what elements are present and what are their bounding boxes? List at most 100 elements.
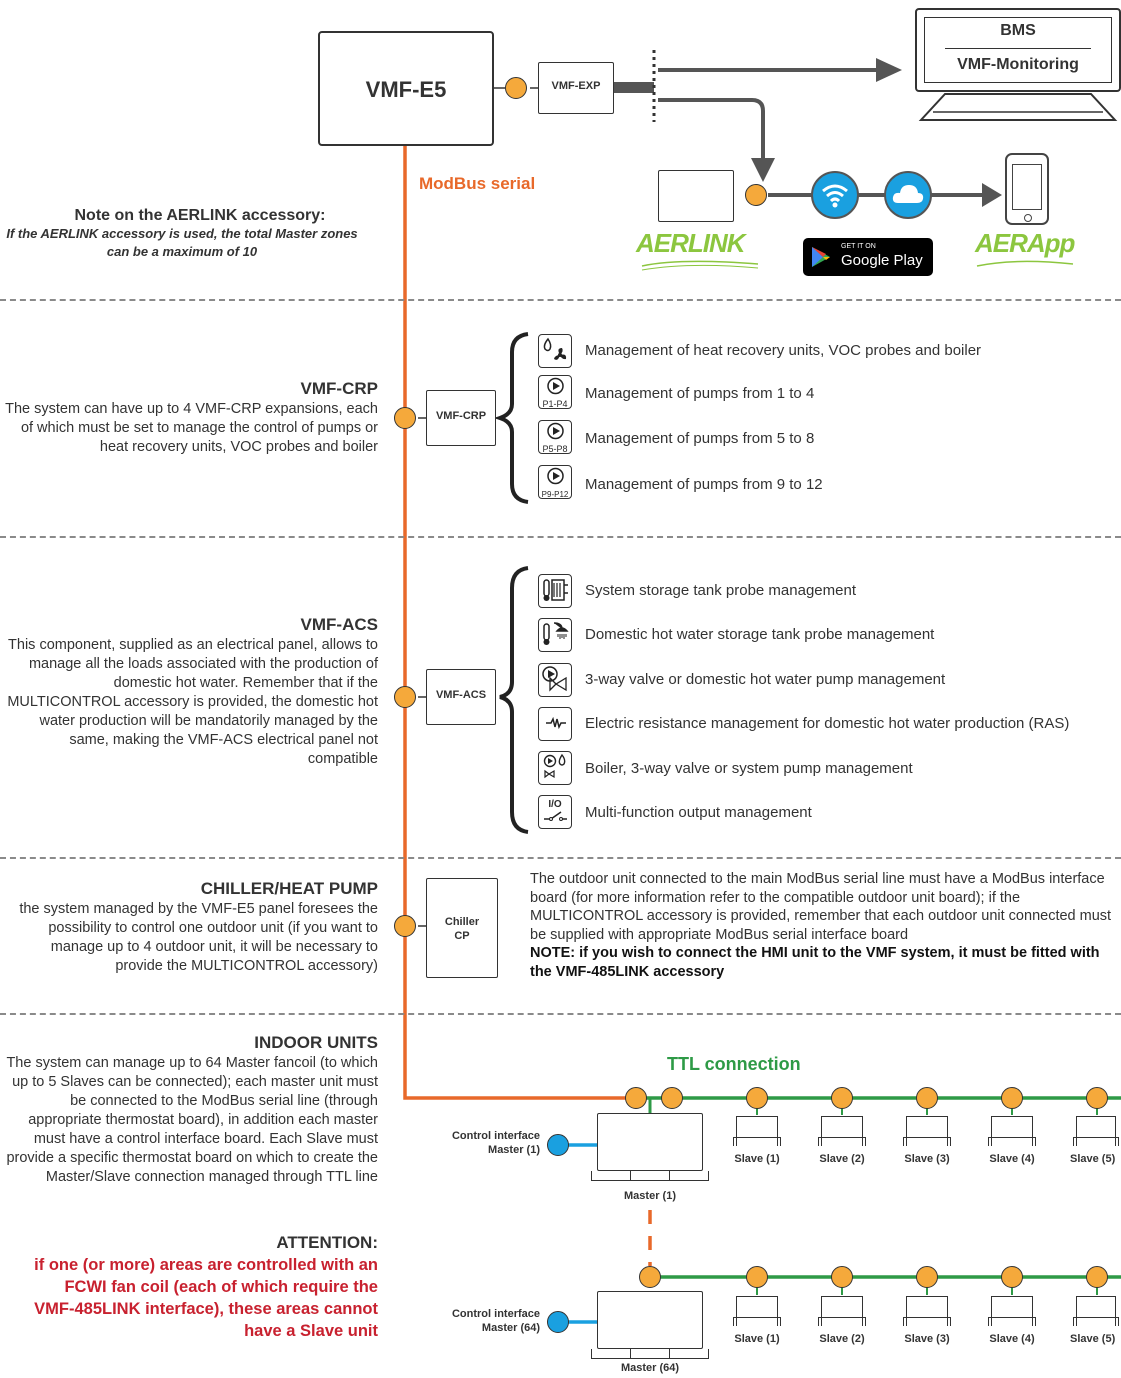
crp-brace xyxy=(493,332,529,504)
attention-title: ATTENTION: xyxy=(276,1233,378,1252)
slave-unit xyxy=(733,1296,781,1326)
wifi-icon xyxy=(811,171,859,219)
flame-fan-icon xyxy=(538,334,572,368)
crp-description: VMF-CRP The system can have up to 4 VMF-… xyxy=(0,378,378,457)
smartphone-icon xyxy=(1005,153,1049,225)
control-interface-label: Control interface Master (1) xyxy=(451,1130,540,1156)
connector-dot xyxy=(916,1266,938,1288)
slave-label: Slave (2) xyxy=(819,1333,865,1345)
slave-unit xyxy=(1073,1296,1119,1326)
crp-item-label: Management of pumps from 1 to 4 xyxy=(585,385,815,402)
bms-subtitle: VMF-Monitoring xyxy=(957,56,1079,73)
acs-item-label: Multi-function output management xyxy=(585,804,812,821)
connector-dot xyxy=(831,1087,853,1109)
connector-dot xyxy=(1086,1266,1108,1288)
vmf-e5-label: VMF-E5 xyxy=(365,77,447,102)
modbus-label: ModBus serial xyxy=(419,174,536,193)
crp-title: VMF-CRP xyxy=(300,379,378,398)
boiler-valve-icon xyxy=(538,751,572,785)
vmf-exp-box: VMF-EXP xyxy=(538,62,614,114)
chiller-label-line1: Chiller xyxy=(444,916,480,928)
attention-body: if one (or more) areas are controlled wi… xyxy=(34,1256,378,1340)
separator xyxy=(0,536,1121,538)
acs-body: This component, supplied as an electrica… xyxy=(7,637,378,767)
acs-item-label: Domestic hot water storage tank probe ma… xyxy=(585,626,935,643)
attention-note: ATTENTION: if one (or more) areas are co… xyxy=(0,1232,378,1342)
chiller-body: the system managed by the VMF-E5 panel f… xyxy=(19,901,378,974)
slave-label: Slave (3) xyxy=(904,1333,950,1345)
vmf-exp-label: VMF-EXP xyxy=(551,80,601,92)
aerapp-logo: AERApp xyxy=(975,228,1075,258)
connector-dot xyxy=(625,1087,647,1109)
acs-item-label: System storage tank probe management xyxy=(585,582,856,599)
bms-title: BMS xyxy=(1000,22,1036,39)
master-label: Master (64) xyxy=(620,1362,680,1374)
cloud-icon xyxy=(884,171,932,219)
pump-icon: P1-P4 xyxy=(538,375,572,409)
resistance-icon xyxy=(538,707,572,741)
separator xyxy=(0,299,1121,301)
pump-icon: P9-P12 xyxy=(538,465,572,499)
slave-label: Slave (1) xyxy=(734,1333,780,1345)
slave-label: Slave (1) xyxy=(734,1153,780,1165)
crp-item-label: Management of pumps from 5 to 8 xyxy=(585,430,815,447)
acs-brace xyxy=(499,566,529,834)
bms-monitor: BMS VMF-Monitoring xyxy=(915,8,1121,121)
slave-label: Slave (3) xyxy=(904,1153,950,1165)
io-tag: I/O xyxy=(548,799,562,810)
acs-description: VMF-ACS This component, supplied as an e… xyxy=(0,614,378,769)
note-title: Note on the AERLINK accessory: xyxy=(74,207,326,224)
google-play-big: Google Play xyxy=(841,252,923,269)
connector-dot xyxy=(745,184,767,206)
slave-label: Slave (5) xyxy=(1070,1333,1116,1345)
aerapp-wave-icon xyxy=(976,260,1074,267)
control-interface-icon xyxy=(547,1134,569,1156)
slave-unit xyxy=(903,1116,951,1146)
chiller-description: CHILLER/HEAT PUMP the system managed by … xyxy=(0,878,378,976)
indoor-description: INDOOR UNITS The system can manage up to… xyxy=(0,1032,378,1187)
master-unit xyxy=(597,1291,703,1349)
connector-dot xyxy=(661,1087,683,1109)
note-body: If the AERLINK accessory is used, the to… xyxy=(6,226,358,259)
crp-item-tag: P1-P4 xyxy=(542,399,568,409)
connector-dot xyxy=(394,686,416,708)
indoor-body: The system can manage up to 64 Master fa… xyxy=(6,1055,378,1185)
acs-item-label: Electric resistance management for domes… xyxy=(585,715,1070,732)
separator xyxy=(0,1013,1121,1015)
chiller-title: CHILLER/HEAT PUMP xyxy=(200,879,378,898)
connector-dot xyxy=(1086,1087,1108,1109)
connector-dot xyxy=(639,1266,661,1288)
slave-unit xyxy=(988,1296,1036,1326)
connector-dot xyxy=(831,1266,853,1288)
vmf-acs-box: VMF-ACS xyxy=(426,669,496,725)
slave-unit xyxy=(818,1296,866,1326)
control-interface-label: Control interface Master (64) xyxy=(451,1308,540,1334)
connector-dot xyxy=(746,1087,768,1109)
indoor-title: INDOOR UNITS xyxy=(254,1033,378,1052)
aerlink-wave-icon xyxy=(641,260,759,271)
slave-unit xyxy=(1073,1116,1119,1146)
master-unit xyxy=(597,1113,703,1171)
vmf-e5-box: VMF-E5 xyxy=(318,31,494,146)
crp-item-tag: P9-P12 xyxy=(541,490,569,499)
slave-unit xyxy=(988,1116,1036,1146)
io-switch-icon: I/O xyxy=(538,795,572,829)
acs-item-label: 3-way valve or domestic hot water pump m… xyxy=(585,671,946,688)
slave-label: Slave (5) xyxy=(1070,1153,1116,1165)
master-label: Master (1) xyxy=(624,1190,676,1202)
slave-unit xyxy=(818,1116,866,1146)
acs-item-label: Boiler, 3-way valve or system pump manag… xyxy=(585,760,913,777)
vmf-crp-box: VMF-CRP xyxy=(426,390,496,446)
valve-pump-icon xyxy=(538,663,572,697)
connector-dot xyxy=(746,1266,768,1288)
ttl-label: TTL connection xyxy=(667,1054,801,1074)
acs-title: VMF-ACS xyxy=(300,615,378,634)
modbus-line xyxy=(403,146,635,1100)
vmf-acs-label: VMF-ACS xyxy=(435,689,487,701)
separator xyxy=(0,857,1121,859)
google-play-badge[interactable]: GET IT ON Google Play xyxy=(803,238,933,276)
crp-item-label: Management of heat recovery units, VOC p… xyxy=(585,342,982,359)
slave-unit xyxy=(733,1116,781,1146)
shower-probe-icon xyxy=(538,618,572,652)
tank-probe-icon xyxy=(538,574,572,608)
